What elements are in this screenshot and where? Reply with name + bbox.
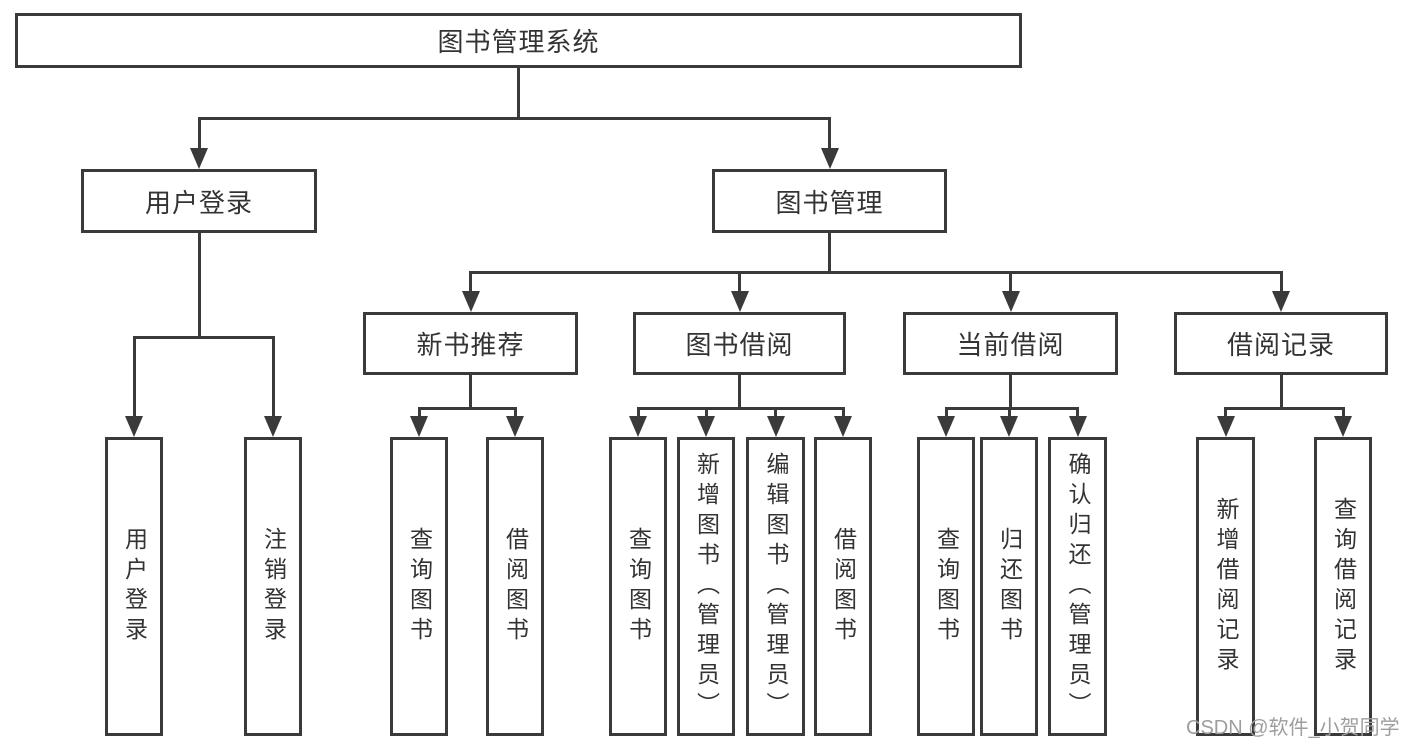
connector-line <box>513 407 517 420</box>
connector-line <box>828 117 831 152</box>
connector-line <box>132 336 275 339</box>
connector-line <box>944 407 1079 410</box>
watermark: CSDN @软件_小贺同学 <box>1186 717 1400 739</box>
node-label-leaf-borrow-book-1: 借阅图书 <box>502 526 529 647</box>
node-user-login: 用户登录 <box>81 169 317 233</box>
node-label-root: 图书管理系统 <box>437 27 600 57</box>
node-current-borrow: 当前借阅 <box>903 312 1118 375</box>
arrowhead-icon <box>629 416 647 437</box>
connector-line <box>1076 407 1079 420</box>
connector-line <box>417 407 421 420</box>
node-leaf-confirm-return: 确认归还（管理员） <box>1048 437 1107 736</box>
arrowhead-icon <box>1334 416 1352 437</box>
arrowhead-icon <box>1068 416 1087 437</box>
connector-line <box>1279 375 1283 410</box>
arrowhead-icon <box>410 416 428 437</box>
node-label-new-book-rec: 新书推荐 <box>416 330 525 360</box>
node-label-leaf-query-book-3: 查询图书 <box>933 526 960 647</box>
node-root: 图书管理系统 <box>15 13 1022 68</box>
node-leaf-logout: 注销登录 <box>244 437 302 736</box>
connector-line <box>1224 407 1227 420</box>
node-label-leaf-confirm-return: 确认归还（管理员） <box>1065 451 1091 722</box>
arrowhead-icon <box>766 416 785 437</box>
connector-line <box>944 407 948 420</box>
node-leaf-edit-book: 编辑图书（管理员） <box>746 437 805 736</box>
arrowhead-icon <box>730 291 749 312</box>
arrowhead-icon <box>1216 416 1235 437</box>
arrowhead-icon <box>820 148 839 169</box>
connector-line <box>774 407 777 420</box>
node-label-leaf-query-book-2: 查询图书 <box>625 526 652 647</box>
node-leaf-borrow-book-1: 借阅图书 <box>486 437 544 736</box>
node-leaf-return-book: 归还图书 <box>980 437 1038 736</box>
node-new-book-rec: 新书推荐 <box>363 312 578 375</box>
connector-line <box>1007 407 1011 420</box>
connector-line <box>132 336 136 420</box>
node-label-leaf-user-login: 用户登录 <box>121 526 148 647</box>
arrowhead-icon <box>506 416 524 437</box>
node-borrow-record: 借阅记录 <box>1174 312 1388 375</box>
connector-line <box>828 233 831 274</box>
connector-line <box>417 407 517 410</box>
node-leaf-query-book-2: 查询图书 <box>609 437 667 736</box>
arrowhead-icon <box>125 416 143 437</box>
arrowhead-icon <box>1001 291 1020 312</box>
connector-line <box>271 336 275 420</box>
connector-line <box>1224 407 1345 410</box>
node-label-leaf-return-book: 归还图书 <box>996 526 1023 647</box>
node-label-current-borrow: 当前借阅 <box>956 330 1065 360</box>
node-leaf-query-book-3: 查询图书 <box>917 437 975 736</box>
node-book-borrow: 图书借阅 <box>633 312 846 375</box>
node-leaf-add-book: 新增图书（管理员） <box>677 437 735 736</box>
arrowhead-icon <box>937 416 955 437</box>
node-label-leaf-logout: 注销登录 <box>260 526 287 647</box>
node-label-leaf-add-book: 新增图书（管理员） <box>693 451 720 722</box>
node-label-user-login: 用户登录 <box>144 187 253 218</box>
arrowhead-icon <box>697 416 715 437</box>
node-leaf-user-login: 用户登录 <box>105 437 163 736</box>
node-leaf-add-record: 新增借阅记录 <box>1196 437 1255 736</box>
node-leaf-query-record: 查询借阅记录 <box>1314 437 1372 736</box>
node-label-leaf-query-book-1: 查询图书 <box>406 526 433 647</box>
connector-line <box>469 271 472 295</box>
arrowhead-icon <box>1000 416 1018 437</box>
connector-line <box>1341 407 1345 420</box>
connector-line <box>469 375 472 410</box>
node-label-leaf-borrow-book-2: 借阅图书 <box>830 526 857 647</box>
connector-line <box>517 68 520 120</box>
node-leaf-query-book-1: 查询图书 <box>390 437 448 736</box>
connector-line <box>197 117 201 152</box>
node-label-leaf-add-record: 新增借阅记录 <box>1213 496 1239 677</box>
arrowhead-icon <box>834 416 852 437</box>
connector-line <box>1009 375 1012 410</box>
node-leaf-borrow-book-2: 借阅图书 <box>814 437 872 736</box>
node-book-mgmt: 图书管理 <box>712 169 947 233</box>
connector-line <box>636 407 845 410</box>
connector-line <box>197 117 831 120</box>
connector-line <box>738 375 741 410</box>
connector-line <box>738 271 741 295</box>
arrowhead-icon <box>190 148 208 169</box>
arrowhead-icon <box>264 416 282 437</box>
node-label-leaf-query-record: 查询借阅记录 <box>1330 496 1357 677</box>
connector-line <box>1009 271 1012 295</box>
node-label-book-borrow: 图书借阅 <box>685 330 794 360</box>
connector-line <box>841 407 845 420</box>
connector-line <box>469 271 1283 274</box>
node-label-book-mgmt: 图书管理 <box>775 187 884 218</box>
connector-line <box>197 233 201 339</box>
arrowhead-icon <box>1272 291 1290 312</box>
connector-line <box>704 407 708 420</box>
node-label-borrow-record: 借阅记录 <box>1226 330 1335 360</box>
connector-line <box>636 407 640 420</box>
arrowhead-icon <box>461 291 480 312</box>
connector-line <box>1279 271 1283 295</box>
node-label-leaf-edit-book: 编辑图书（管理员） <box>763 451 789 722</box>
